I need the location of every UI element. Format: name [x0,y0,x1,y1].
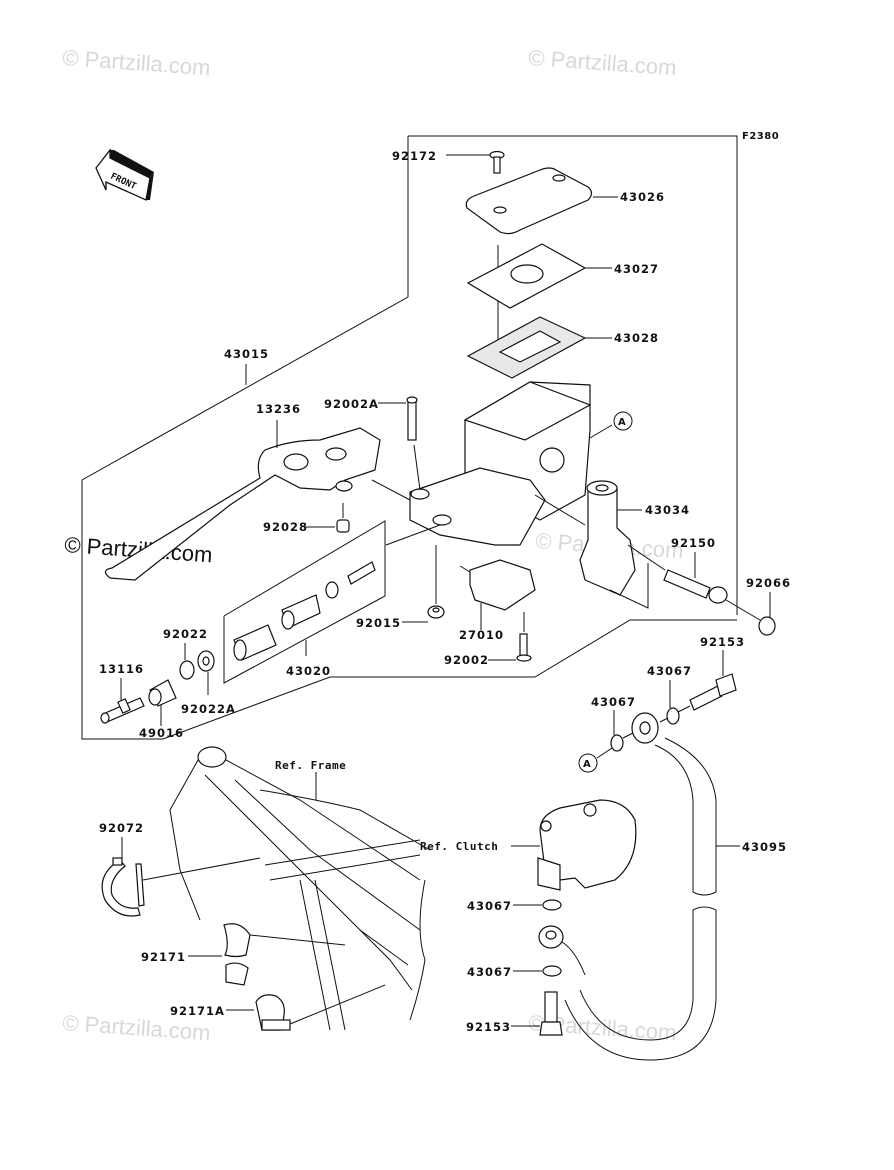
clip-92171a[interactable] [255,994,291,1031]
part-label-13236[interactable]: 13236 [256,402,301,416]
front-arrow-icon: FRONT [95,148,154,201]
part-label-92072[interactable]: 92072 [99,821,144,835]
washer-43067-c[interactable] [542,899,562,911]
part-label-43067-a[interactable]: 43067 [647,664,692,678]
part-label-43095[interactable]: 43095 [742,840,787,854]
washer-43067-a[interactable] [666,707,680,725]
clutch-lever-13236[interactable] [104,427,381,581]
clutch-hose-43095[interactable] [564,712,717,1061]
part-label-92015[interactable]: 92015 [356,616,401,630]
part-label-43015[interactable]: 43015 [224,347,269,361]
master-cylinder-body[interactable] [409,381,592,546]
clutch-slave-cylinder [537,799,637,891]
piston-kit-outline [223,520,386,684]
bushing-92028[interactable] [336,519,350,533]
band-92072[interactable] [101,859,141,917]
part-label-43067-d[interactable]: 43067 [467,965,512,979]
switch-27010[interactable] [469,559,536,611]
piston-kit-43020[interactable] [233,561,376,661]
assembly-outline [408,135,738,615]
cap-92066[interactable] [758,616,776,636]
part-label-92150[interactable]: 92150 [671,536,716,550]
part-label-92066[interactable]: 92066 [746,576,791,590]
screw-92172[interactable] [489,150,505,174]
watermark: © Partzilla.com [62,45,212,80]
boot-49016[interactable] [148,679,177,707]
svg-text:A: A [618,417,626,428]
callout-marker-a-2: A [578,753,598,773]
banjo-bolt-92153-top[interactable] [689,673,737,711]
part-label-43034[interactable]: 43034 [645,503,690,517]
ref-frame-label: Ref. Frame [275,759,346,772]
part-label-92172[interactable]: 92172 [392,149,437,163]
part-label-43067-b[interactable]: 43067 [591,695,636,709]
nut-92015[interactable] [427,605,445,619]
part-label-43026[interactable]: 43026 [620,190,665,204]
callout-marker-a: A [613,411,633,431]
part-label-43028[interactable]: 43028 [614,331,659,345]
assembly-outline [81,136,737,740]
reservoir-cap-43026[interactable] [465,167,593,235]
washer-43067-b[interactable] [610,734,624,752]
pushrod-13116[interactable] [100,697,145,724]
snap-ring-92022[interactable] [179,660,195,680]
part-label-43067-c[interactable]: 43067 [467,899,512,913]
part-label-92153-bottom[interactable]: 92153 [466,1020,511,1034]
screw-92002a[interactable] [406,396,418,441]
part-label-92171a[interactable]: 92171A [170,1004,225,1018]
clamp-43034[interactable] [579,480,636,596]
figure-code: F2380 [742,131,779,142]
part-label-27010[interactable]: 27010 [459,628,504,642]
ref-clutch-label: Ref. Clutch [420,840,498,853]
banjo-fitting-lower [538,925,586,976]
banjo-bolt-92153-bottom[interactable] [539,991,563,1036]
watermark: © Partzilla.com [528,45,678,80]
part-label-92153-top[interactable]: 92153 [700,635,745,649]
svg-text:A: A [583,759,591,770]
bolt-92150[interactable] [663,569,728,604]
part-label-92022[interactable]: 92022 [163,627,208,641]
part-label-13116[interactable]: 13116 [99,662,144,676]
part-label-92022a[interactable]: 92022A [181,702,236,716]
part-label-92002[interactable]: 92002 [444,653,489,667]
part-label-92171[interactable]: 92171 [141,950,186,964]
clamp-92171[interactable] [223,923,251,958]
washer-43067-d[interactable] [542,965,562,977]
frame-reference [169,746,431,1031]
part-label-43020[interactable]: 43020 [286,664,331,678]
screw-92002[interactable] [516,633,532,662]
part-label-92002a[interactable]: 92002A [324,397,379,411]
part-label-43027[interactable]: 43027 [614,262,659,276]
part-label-49016[interactable]: 49016 [139,726,184,740]
part-label-92028[interactable]: 92028 [263,520,308,534]
